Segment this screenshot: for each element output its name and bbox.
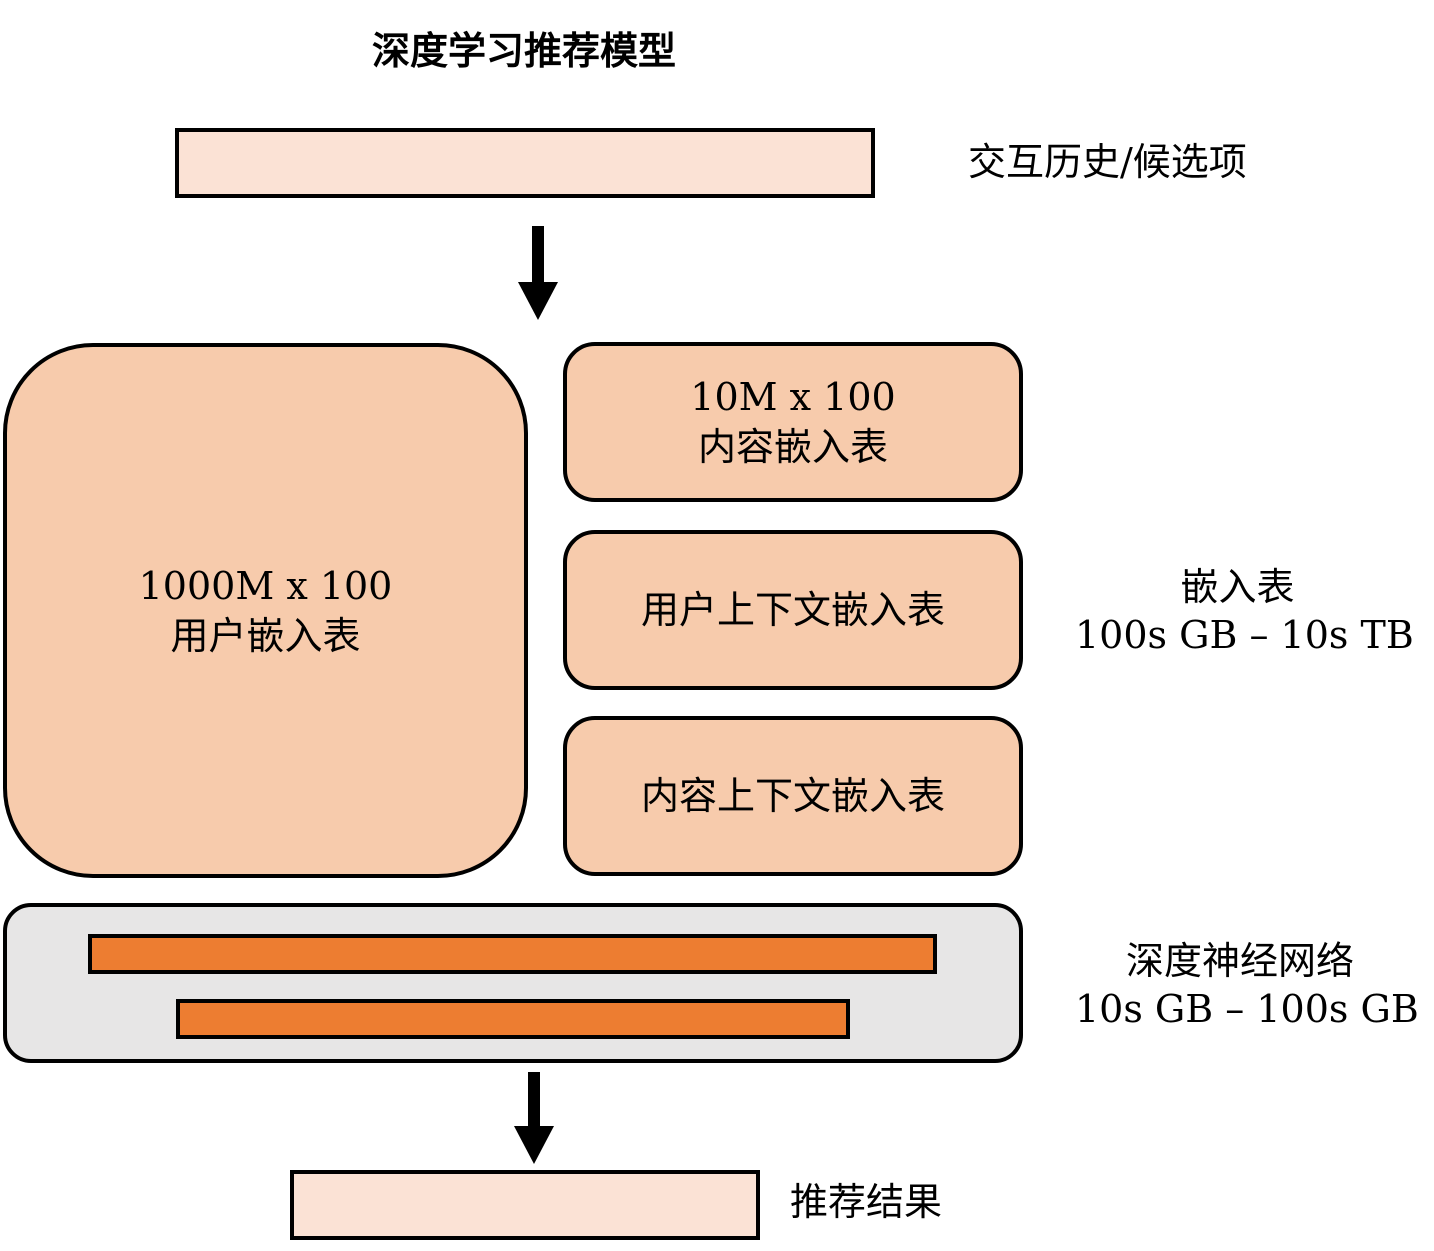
item-embedding-size: 10M x 100	[690, 375, 896, 419]
dnn-block	[3, 903, 1023, 1063]
down-arrow-icon	[514, 1072, 554, 1164]
output-block	[290, 1170, 760, 1240]
output-label: 推荐结果	[790, 1180, 943, 1224]
item-embedding-table: 10M x 100 内容嵌入表	[563, 342, 1023, 502]
down-arrow-icon	[518, 226, 558, 320]
item-context-embedding-name: 内容上下文嵌入表	[640, 774, 945, 818]
input-block	[175, 128, 875, 198]
user-embedding-size: 1000M x 100	[138, 563, 393, 608]
user-embedding-table: 1000M x 100 用户嵌入表	[3, 343, 528, 878]
input-label: 交互历史/候选项	[968, 140, 1247, 184]
item-embedding-name: 内容嵌入表	[697, 425, 888, 469]
embedding-group-label: 嵌入表 100s GB – 10s TB	[1075, 563, 1414, 659]
user-context-embedding-table: 用户上下文嵌入表	[563, 530, 1023, 690]
user-embedding-name: 用户嵌入表	[170, 613, 361, 658]
dnn-label: 深度神经网络 10s GB – 100s GB	[1075, 937, 1419, 1033]
dnn-size: 10s GB – 100s GB	[1075, 987, 1419, 1031]
embedding-group-name: 嵌入表	[1180, 565, 1295, 609]
dnn-layer	[88, 934, 937, 974]
item-context-embedding-table: 内容上下文嵌入表	[563, 716, 1023, 876]
user-context-embedding-name: 用户上下文嵌入表	[640, 588, 945, 632]
dnn-layer	[176, 999, 850, 1039]
embedding-group-size: 100s GB – 10s TB	[1075, 613, 1414, 657]
diagram-title: 深度学习推荐模型	[372, 29, 677, 73]
dnn-name: 深度神经网络	[1125, 939, 1354, 983]
